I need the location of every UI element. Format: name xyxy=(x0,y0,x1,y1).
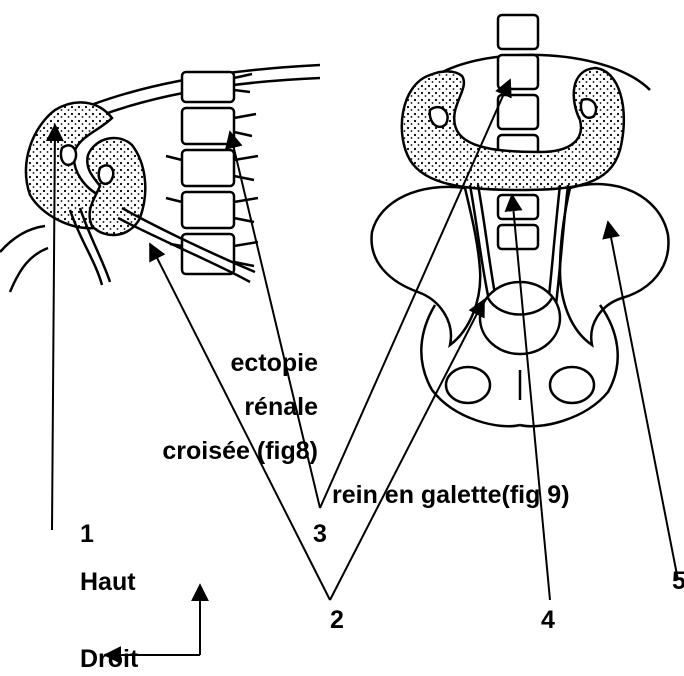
label-ectopie-line1: ectopie xyxy=(150,348,318,378)
label-ectopie-line3: croisée (fig8) xyxy=(60,436,318,466)
label-number-3: 3 xyxy=(313,519,327,549)
fig9-illustration xyxy=(372,15,669,426)
label-rein-galette: rein en galette(fig 9) xyxy=(332,480,570,510)
label-number-4: 4 xyxy=(541,605,555,635)
pointer-2b xyxy=(330,300,484,600)
pointer-2a xyxy=(150,244,330,600)
fig9-bladder xyxy=(480,282,560,354)
label-number-1: 1 xyxy=(80,519,94,549)
fig8-spine xyxy=(166,72,258,274)
fig9-spine xyxy=(498,15,538,249)
label-haut: Haut xyxy=(80,567,136,597)
fig9-iliac-right xyxy=(560,184,668,345)
label-number-2: 2 xyxy=(330,605,344,635)
fig8-illustration xyxy=(0,65,320,292)
label-ectopie-line2: rénale xyxy=(150,392,318,422)
pointer-4 xyxy=(512,195,550,600)
label-droit: Droit xyxy=(80,644,138,674)
label-number-5: 5 xyxy=(672,566,684,596)
fig8-kidney-lower xyxy=(87,138,145,235)
